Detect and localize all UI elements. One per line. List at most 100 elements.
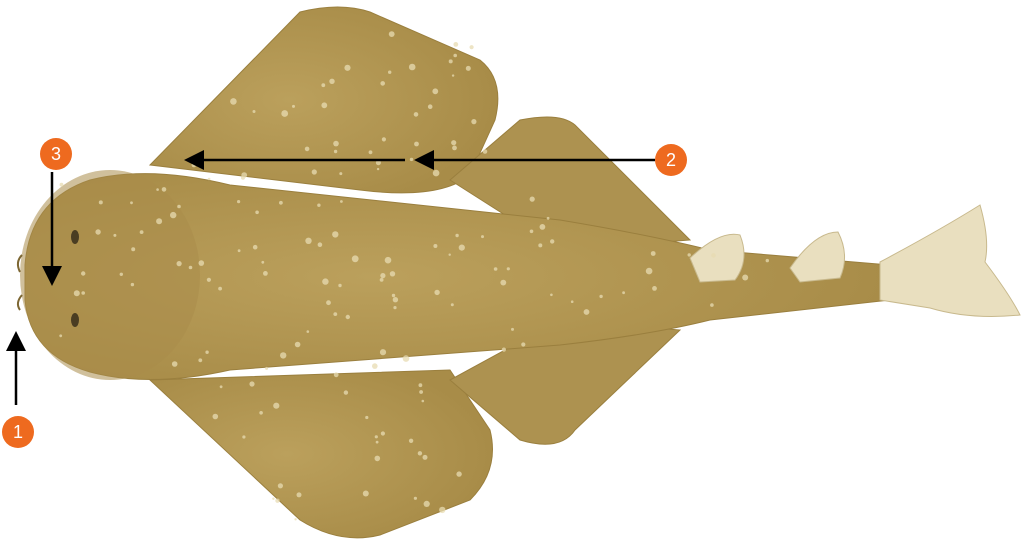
upper-pectoral-fin <box>150 7 498 193</box>
skin-spot <box>307 330 310 333</box>
skin-spot <box>273 403 279 409</box>
skin-spot <box>428 104 433 109</box>
skin-spot <box>177 205 181 209</box>
skin-spot <box>511 328 514 331</box>
skin-spot <box>376 441 379 444</box>
skin-spot <box>434 290 439 295</box>
skin-spot <box>439 507 445 513</box>
skin-spot <box>455 234 458 237</box>
skin-spot <box>338 284 341 287</box>
skin-spot <box>363 491 369 497</box>
skin-spot <box>483 149 488 154</box>
skin-spot <box>433 170 440 177</box>
skin-spot <box>297 492 302 497</box>
skin-spot <box>393 297 398 302</box>
skin-spot <box>156 218 162 224</box>
skin-spot <box>409 64 416 71</box>
skin-spot <box>238 249 241 252</box>
skin-spot <box>432 88 438 94</box>
skin-spot <box>253 110 256 113</box>
skin-spot <box>622 291 625 294</box>
skin-spot <box>218 287 222 291</box>
skin-spot <box>451 303 454 306</box>
skin-spot <box>388 71 391 74</box>
skin-spot <box>422 400 425 403</box>
first-dorsal-fin <box>690 234 744 282</box>
skin-spot <box>380 349 386 355</box>
skin-spot <box>481 235 484 238</box>
skin-spot <box>322 278 328 284</box>
skin-spot <box>333 141 339 147</box>
skin-spot <box>326 300 331 305</box>
skin-spot <box>344 390 348 394</box>
skin-spot <box>652 286 657 291</box>
skin-spot <box>339 172 342 175</box>
skin-spot <box>249 381 254 386</box>
skin-spot <box>255 211 259 215</box>
right-eye <box>71 313 79 327</box>
skin-spot <box>237 200 240 203</box>
skin-spot <box>261 261 264 264</box>
skin-spot <box>424 501 430 507</box>
skin-spot <box>766 259 769 262</box>
skin-spot <box>242 435 245 438</box>
skin-spot <box>423 455 428 460</box>
skin-spot <box>120 273 123 276</box>
skin-spot <box>372 363 378 369</box>
skin-spot <box>74 290 80 296</box>
skin-spot <box>365 416 368 419</box>
skin-spot <box>305 147 310 152</box>
skin-spot <box>385 257 392 264</box>
skin-spot <box>550 239 554 243</box>
skin-spot <box>265 367 268 370</box>
skin-spot <box>369 150 373 154</box>
skin-spot <box>278 483 283 488</box>
skin-spot <box>584 309 590 315</box>
skin-spot <box>189 266 193 270</box>
skin-spot <box>95 229 100 234</box>
skin-spot <box>334 150 337 153</box>
second-dorsal-fin <box>790 232 845 282</box>
skin-spot <box>199 260 205 266</box>
skin-spot <box>253 245 258 250</box>
skin-spot <box>334 372 339 377</box>
skin-spot <box>449 59 453 63</box>
skin-spot <box>419 390 423 394</box>
skin-spot <box>433 244 437 248</box>
skin-spot <box>530 230 534 234</box>
skin-spot <box>332 231 338 237</box>
skin-spot <box>389 31 395 37</box>
skin-spot <box>380 273 385 278</box>
skin-spot <box>292 105 295 108</box>
skin-spot <box>213 414 219 420</box>
skin-spot <box>550 294 553 297</box>
skin-spot <box>377 168 379 170</box>
skin-spot <box>81 271 85 275</box>
skin-spot <box>375 435 378 438</box>
skin-spot <box>651 251 656 256</box>
skin-spot <box>453 54 457 58</box>
skin-spot <box>710 303 714 307</box>
skin-spot <box>414 112 419 117</box>
skin-spot <box>390 271 395 276</box>
skin-spot <box>318 242 323 247</box>
skin-spot <box>375 456 381 462</box>
skin-spot <box>646 268 653 275</box>
skin-spot <box>333 312 337 316</box>
left-eye <box>71 230 79 244</box>
skin-spot <box>172 361 178 367</box>
skin-spot <box>280 352 286 358</box>
skin-spot <box>547 217 550 220</box>
skin-spot <box>156 188 159 191</box>
skin-spot <box>403 355 410 362</box>
shark-head <box>20 170 200 380</box>
skin-spot <box>294 518 296 520</box>
skin-spot <box>113 234 116 237</box>
skin-spot <box>170 212 176 218</box>
skin-spot <box>418 451 422 455</box>
skin-spot <box>449 254 451 256</box>
skin-spot <box>346 315 350 319</box>
skin-spot <box>494 267 498 271</box>
skin-spot <box>60 183 64 187</box>
